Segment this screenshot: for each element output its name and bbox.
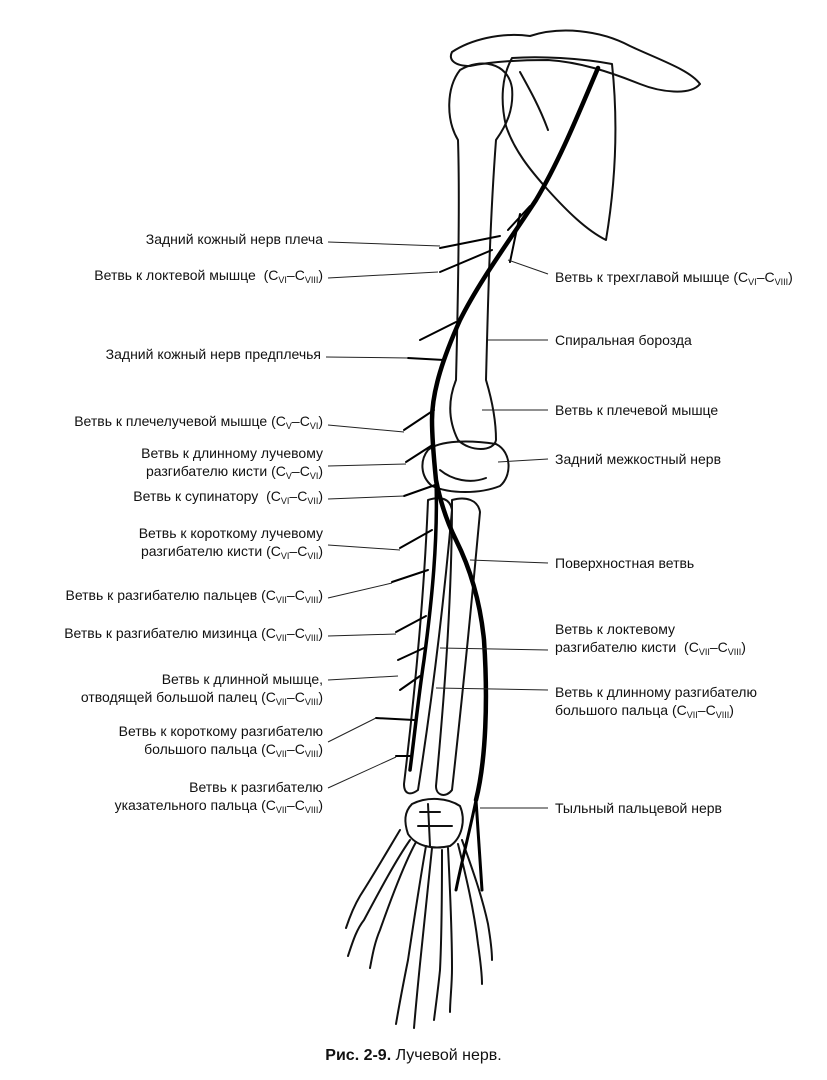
leader-lines — [325, 241, 549, 809]
label-branch-anconeus: Ветвь к локтевой мышце (CVI–CVIII) — [94, 267, 323, 285]
label-branch-extensor-digiti-minimi: Ветвь к разгибателю мизинца (CVII–CVIII) — [64, 625, 323, 643]
label-branch-triceps: Ветвь к трехглавой мышце (CVI–CVIII) — [555, 269, 793, 287]
carpal-bones — [404, 798, 464, 849]
label-superficial-branch: Поверхностная ветвь — [555, 555, 695, 571]
ulna — [435, 497, 481, 796]
caption-text: Лучевой нерв. — [395, 1047, 502, 1064]
label-posterior-cutaneous-arm: Задний кожный нерв плеча — [145, 231, 323, 247]
label-spiral-groove: Спиральная борозда — [555, 332, 692, 348]
label-posterior-cutaneous-forearm: Задний кожный нерв предплечья — [105, 346, 321, 362]
label-branch-ecrl: Ветвь к длинному лучевому разгибателю ки… — [141, 445, 323, 481]
caption-prefix: Рис. 2-9. — [325, 1047, 392, 1064]
label-branch-extensor-digitorum: Ветвь к разгибателю пальцев (CVII–CVIII) — [65, 587, 323, 605]
scapula — [501, 56, 617, 241]
radial-nerve-illustration — [325, 29, 701, 1029]
elbow-joint — [421, 440, 510, 493]
label-branch-extensor-indicis: Ветвь к разгибателю указательного пальца… — [114, 779, 323, 815]
label-posterior-interosseous: Задний межкостный нерв — [555, 451, 722, 467]
label-branch-supinator: Ветвь к супинатору (CVI–CVII) — [133, 488, 323, 506]
label-branch-epb: Ветвь к короткому разгибателю большого п… — [118, 723, 323, 759]
label-branch-brachioradialis: Ветвь к плечелучевой мышце (CV–CVI) — [74, 413, 323, 431]
label-branch-ecu: Ветвь к локтевому разгибателю кисти (CVI… — [555, 621, 746, 657]
hand-bones — [345, 829, 493, 1029]
clavicle — [450, 29, 701, 93]
label-branch-apl: Ветвь к длинной мышце, отводящей большой… — [80, 671, 323, 707]
humerus — [448, 62, 514, 450]
radial-nerve — [375, 65, 601, 892]
label-branch-brachialis: Ветвь к плечевой мышце — [555, 402, 719, 418]
label-dorsal-digital-nerve: Тыльный пальцевой нерв — [555, 800, 722, 816]
label-branch-epl: Ветвь к длинному разгибателю большого па… — [555, 684, 757, 720]
figure-caption: Рис. 2-9. Лучевой нерв. — [0, 1046, 827, 1066]
label-branch-ecrb: Ветвь к короткому лучевому разгибателю к… — [138, 525, 323, 561]
